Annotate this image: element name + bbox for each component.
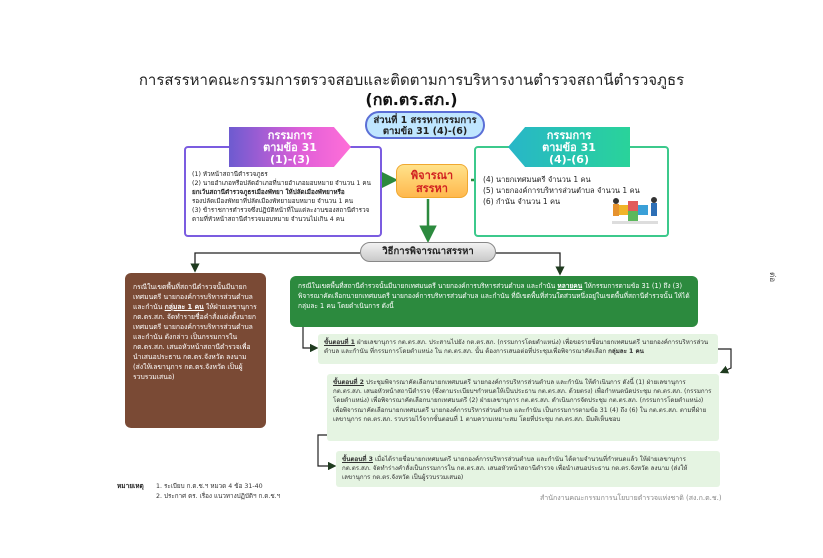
left-item: (1) หัวหน้าสถานีตำรวจภูธร [192, 171, 268, 178]
left-tab-line1: กรรมการ [267, 129, 313, 142]
consider-line2: สรรหา [416, 182, 448, 195]
green-bold1: หลายคน [557, 282, 583, 290]
step-2-label: ขั้นตอนที่ 2 [333, 379, 364, 386]
step-1-bold: กลุ่มละ 1 คน [608, 348, 644, 356]
branch-left [190, 252, 360, 273]
part-badge-line1: ส่วนที่ 1 สรรหากรรมการ [373, 115, 477, 126]
step-2: ขั้นตอนที่ 2 ประชุมพิจารณาคัดเลือกนายกเท… [327, 374, 719, 441]
single-candidate-box: กรณีในเขตพื้นที่สถานีตำรวจนั้นมีนายกเทศม… [125, 273, 266, 428]
notes-label: หมายเหตุ [117, 482, 144, 490]
puzzle-people-icon [612, 197, 658, 224]
left-item: ตามที่หัวหน้าสถานีตำรวจมอบหมาย จำนวนไม่เ… [192, 216, 345, 223]
green-text1: กรณีในเขตพื้นที่สถานีตำรวจนั้นมีนายกเทศม… [298, 282, 556, 290]
consider-line1: พิจารณา [410, 169, 454, 182]
note-item: 2. ประกาศ ตร. เรื่อง แนวทางปฏิบัติฯ ก.ต.… [156, 493, 281, 500]
brown-text2: ให้ฝ่ายเลขานุการ กต.ตร.สภ. จัดทำรายชื่อค… [133, 303, 257, 381]
consider-badge: พิจารณา สรรหา [396, 164, 468, 198]
right-tab-line2: ตามข้อ 31 [542, 141, 596, 154]
left-item: รองปลัดเมืองพัทยาที่ปลัดเมืองพัทยามอบหมา… [192, 198, 354, 205]
brown-bold1: กลุ่มละ 1 คน [164, 303, 204, 311]
footer-org: สำนักงานคณะกรรมการนโยบายตำรวจแห่งชาติ (ส… [540, 494, 722, 502]
page-title: การสรรหาคณะกรรมการตรวจสอบและติดตามการบริ… [138, 71, 685, 89]
left-tab-line2: ตามข้อ 31 [263, 141, 317, 154]
left-item: (3) ข้าราชการตำรวจซึ่งปฏิบัติหน้าที่ในแต… [192, 207, 370, 214]
step-3-label: ขั้นตอนที่ 3 [342, 456, 373, 463]
right-tab-line1: กรรมการ [546, 129, 592, 142]
green-text2: ให้กรรมการตามข้อ 31 (1) ถึง (3) พิจารณาค… [298, 282, 690, 310]
right-members-tab: กรรมการ ตามข้อ 31 (4)-(6) [508, 127, 630, 167]
step-3-text: เมื่อได้รายชื่อนายกเทศมนตรี นายกองค์การบ… [342, 456, 688, 482]
multiple-candidates-box: กรณีในเขตพื้นที่สถานีตำรวจนั้นมีนายกเทศม… [290, 276, 698, 327]
left-item: (2) นายอำเภอหรือปลัดอำเภอที่นายอำเภอมอบห… [192, 180, 371, 187]
right-item: (4) นายกเทศมนตรี จำนวน 1 คน [483, 175, 591, 184]
step-1: ขั้นตอนที่ 1 ฝ่ายเลขานุการ กต.ตร.สภ. ประ… [318, 334, 718, 364]
page-subtitle: (กต.ตร.สภ.) [365, 90, 458, 109]
branch-right [496, 252, 565, 276]
right-tab-line3: (4)-(6) [549, 153, 589, 166]
step-3: ขั้นตอนที่ 3 เมื่อได้รายชื่อนายกเทศมนตรี… [336, 451, 720, 487]
note-item: 1. ระเบียบ ก.ต.ช.ฯ หมวด 4 ข้อ 31-40 [156, 483, 263, 490]
flow-to-step1 [302, 327, 319, 353]
left-members-tab: กรรมการ ตามข้อ 31 (1)-(3) [229, 127, 351, 167]
step-1-label: ขั้นตอนที่ 1 [324, 339, 355, 346]
method-badge: วิธีการพิจารณาสรรหา [360, 242, 496, 262]
step-2-text: ประชุมพิจารณาคัดเลือกนายกเทศมนตรี นายกอง… [333, 379, 712, 423]
flow-to-step3 [317, 434, 337, 471]
part-badge-line2: ตามข้อ 31 (4)-(6) [382, 126, 468, 137]
part-badge: ส่วนที่ 1 สรรหากรรมการ ตามข้อ 31 (4)-(6) [365, 111, 485, 139]
side-mark: ต่อ [768, 272, 777, 282]
left-item: ยกเว้นสถานีตำรวจภูธรเมืองพัทยา ให้ปลัดเม… [192, 189, 345, 196]
flow-to-step2 [718, 348, 732, 374]
right-item: (5) นายกองค์การบริหารส่วนตำบล จำนวน 1 คน [483, 186, 640, 195]
brown-text1: กรณีในเขตพื้นที่สถานีตำรวจนั้นมีนายกเทศม… [133, 283, 253, 311]
step-1-text: ฝ่ายเลขานุการ กต.ตร.สภ. ประสานไปยัง กต.ต… [324, 339, 709, 356]
right-item: (6) กำนัน จำนวน 1 คน [483, 197, 561, 206]
left-tab-line3: (1)-(3) [270, 153, 310, 166]
